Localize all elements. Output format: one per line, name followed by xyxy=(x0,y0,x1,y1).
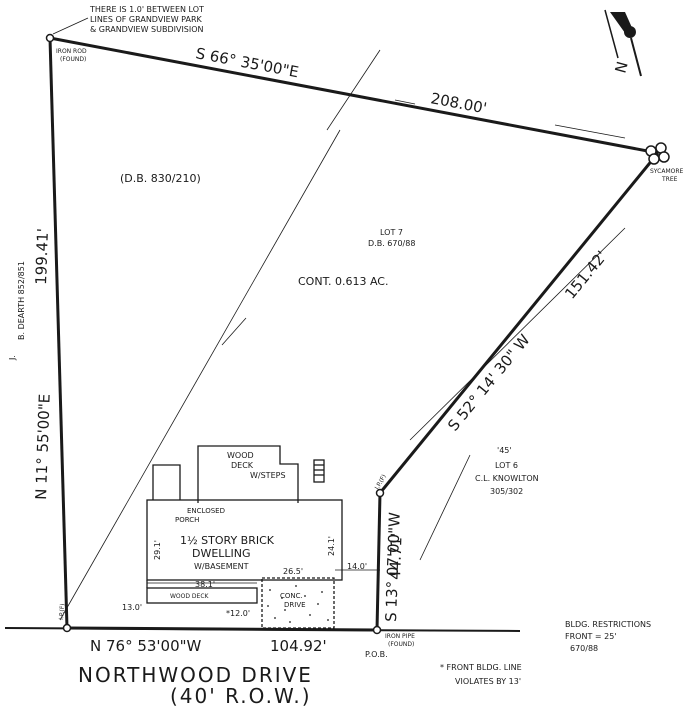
east-boundary-lower-line xyxy=(375,492,382,631)
wood-deck-with-steps xyxy=(197,445,299,503)
dwelling-label-line1: 1½ STORY BRICK xyxy=(180,534,275,547)
iron-pipe-label: IRON PIPE xyxy=(385,633,415,640)
east-lower-distance: 44.71' xyxy=(386,532,406,580)
iron-pipe-found: (FOUND) xyxy=(388,641,414,648)
sycamore-label-line2: TREE xyxy=(661,176,678,183)
lot6-width: '45' xyxy=(497,446,512,455)
monuments xyxy=(45,33,670,635)
restrictions-line2: FRONT = 25' xyxy=(565,632,617,641)
enclosed-porch xyxy=(152,464,181,500)
east-lower-bearing: S 13° 07'00"W xyxy=(382,512,404,622)
dim-38-1: 38.1' xyxy=(195,580,215,589)
dwelling-label-line3: W/BASEMENT xyxy=(194,562,249,571)
lot7-deed: D.B. 670/88 xyxy=(368,239,415,248)
wood-deck-steps-line1: WOOD xyxy=(227,451,254,460)
dim-24-1: 24.1' xyxy=(327,536,336,556)
north-line-distance: 208.00' xyxy=(429,89,488,117)
east-boundary-upper-line xyxy=(378,152,660,494)
violation-line2: VIOLATES BY 13' xyxy=(455,677,521,686)
structure-dimension-lines xyxy=(147,569,380,584)
dim-29-1: 29.1' xyxy=(153,540,162,560)
west-line-bearing: N 11° 55'00"E xyxy=(32,394,54,501)
south-line-bearing: N 76° 53'00"W xyxy=(90,637,202,655)
iron-pin-west-label: I.P.(F) xyxy=(58,603,66,620)
adjoiner-west-line2: B. DEARTH 852/851 xyxy=(17,261,26,340)
drive-label-line1: CONC. xyxy=(280,592,303,600)
lot6-label: LOT 6 xyxy=(495,461,518,470)
structures xyxy=(146,445,343,629)
adjoiner-west-line1: J. xyxy=(8,355,17,361)
steps-icon xyxy=(313,459,325,483)
north-arrow-icon: N xyxy=(604,9,642,77)
iron-pipe-pob-icon xyxy=(372,625,382,635)
north-label: N xyxy=(611,60,631,76)
dim-12-0: *12.0' xyxy=(226,609,250,618)
note-leader-line xyxy=(52,17,89,35)
dimension-lines xyxy=(221,99,626,346)
lot6-owner: C.L. KNOWLTON xyxy=(475,474,539,483)
drive-label-line2: DRIVE xyxy=(284,601,306,609)
road-frontage-line xyxy=(4,627,521,632)
pob-label: P.O.B. xyxy=(365,650,388,659)
road-row: (40' R.O.W.) xyxy=(170,684,312,708)
dwelling-label-line2: DWELLING xyxy=(192,547,251,560)
north-boundary-line xyxy=(49,36,659,155)
iron-rod-found: (FOUND) xyxy=(60,56,86,63)
acreage-label: CONT. 0.613 AC. xyxy=(298,275,388,288)
drive-stipple xyxy=(267,585,329,623)
deed-book-left: (D.B. 830/210) xyxy=(120,172,201,185)
road-name: NORTHWOOD DRIVE xyxy=(78,663,313,687)
sycamore-label-line1: SYCAMORE xyxy=(650,168,684,175)
hatch-lines xyxy=(59,49,626,621)
restrictions-line1: BLDG. RESTRICTIONS xyxy=(565,620,651,629)
brick-dwelling xyxy=(146,499,343,581)
wood-deck-steps-line2: DECK xyxy=(231,461,254,470)
west-boundary-line xyxy=(48,37,69,629)
lot7-label: LOT 7 xyxy=(380,228,403,237)
sycamore-tree-icon xyxy=(645,142,670,165)
iron-pin-east-icon xyxy=(375,488,385,498)
dim-14-0: 14.0' xyxy=(347,562,367,571)
front-wood-deck xyxy=(146,587,258,604)
porch-label-line2: PORCH xyxy=(175,516,199,524)
wood-deck-steps-line3: W/STEPS xyxy=(250,471,286,480)
note-top-line2: LINES OF GRANDVIEW PARK xyxy=(90,15,203,24)
east-upper-bearing: S 52° 14' 30" W xyxy=(444,331,534,435)
restrictions-line3: 670/88 xyxy=(570,644,598,653)
front-deck-label: WOOD DECK xyxy=(170,593,210,600)
west-line-distance: 199.41' xyxy=(32,228,52,285)
note-top-line1: THERE IS 1.0' BETWEEN LOT xyxy=(89,5,204,14)
dim-13-0: 13.0' xyxy=(122,603,142,612)
iron-pin-sw-icon xyxy=(62,623,72,633)
note-top-line3: & GRANDVIEW SUBDIVISION xyxy=(90,25,204,34)
iron-pin-east-label: I.P.(F) xyxy=(374,473,388,491)
lot6-deed: 305/302 xyxy=(490,487,523,496)
porch-label-line1: ENCLOSED xyxy=(187,507,225,515)
south-line-distance: 104.92' xyxy=(270,637,327,655)
iron-rod-label: IRON ROD xyxy=(56,48,87,55)
east-upper-distance: 151.42' xyxy=(561,247,611,302)
property-boundary xyxy=(4,36,660,632)
violation-line1: * FRONT BLDG. LINE xyxy=(440,663,522,672)
iron-rod-nw-icon xyxy=(45,33,55,43)
concrete-drive xyxy=(261,577,335,629)
dim-26-5: 26.5' xyxy=(283,567,303,576)
